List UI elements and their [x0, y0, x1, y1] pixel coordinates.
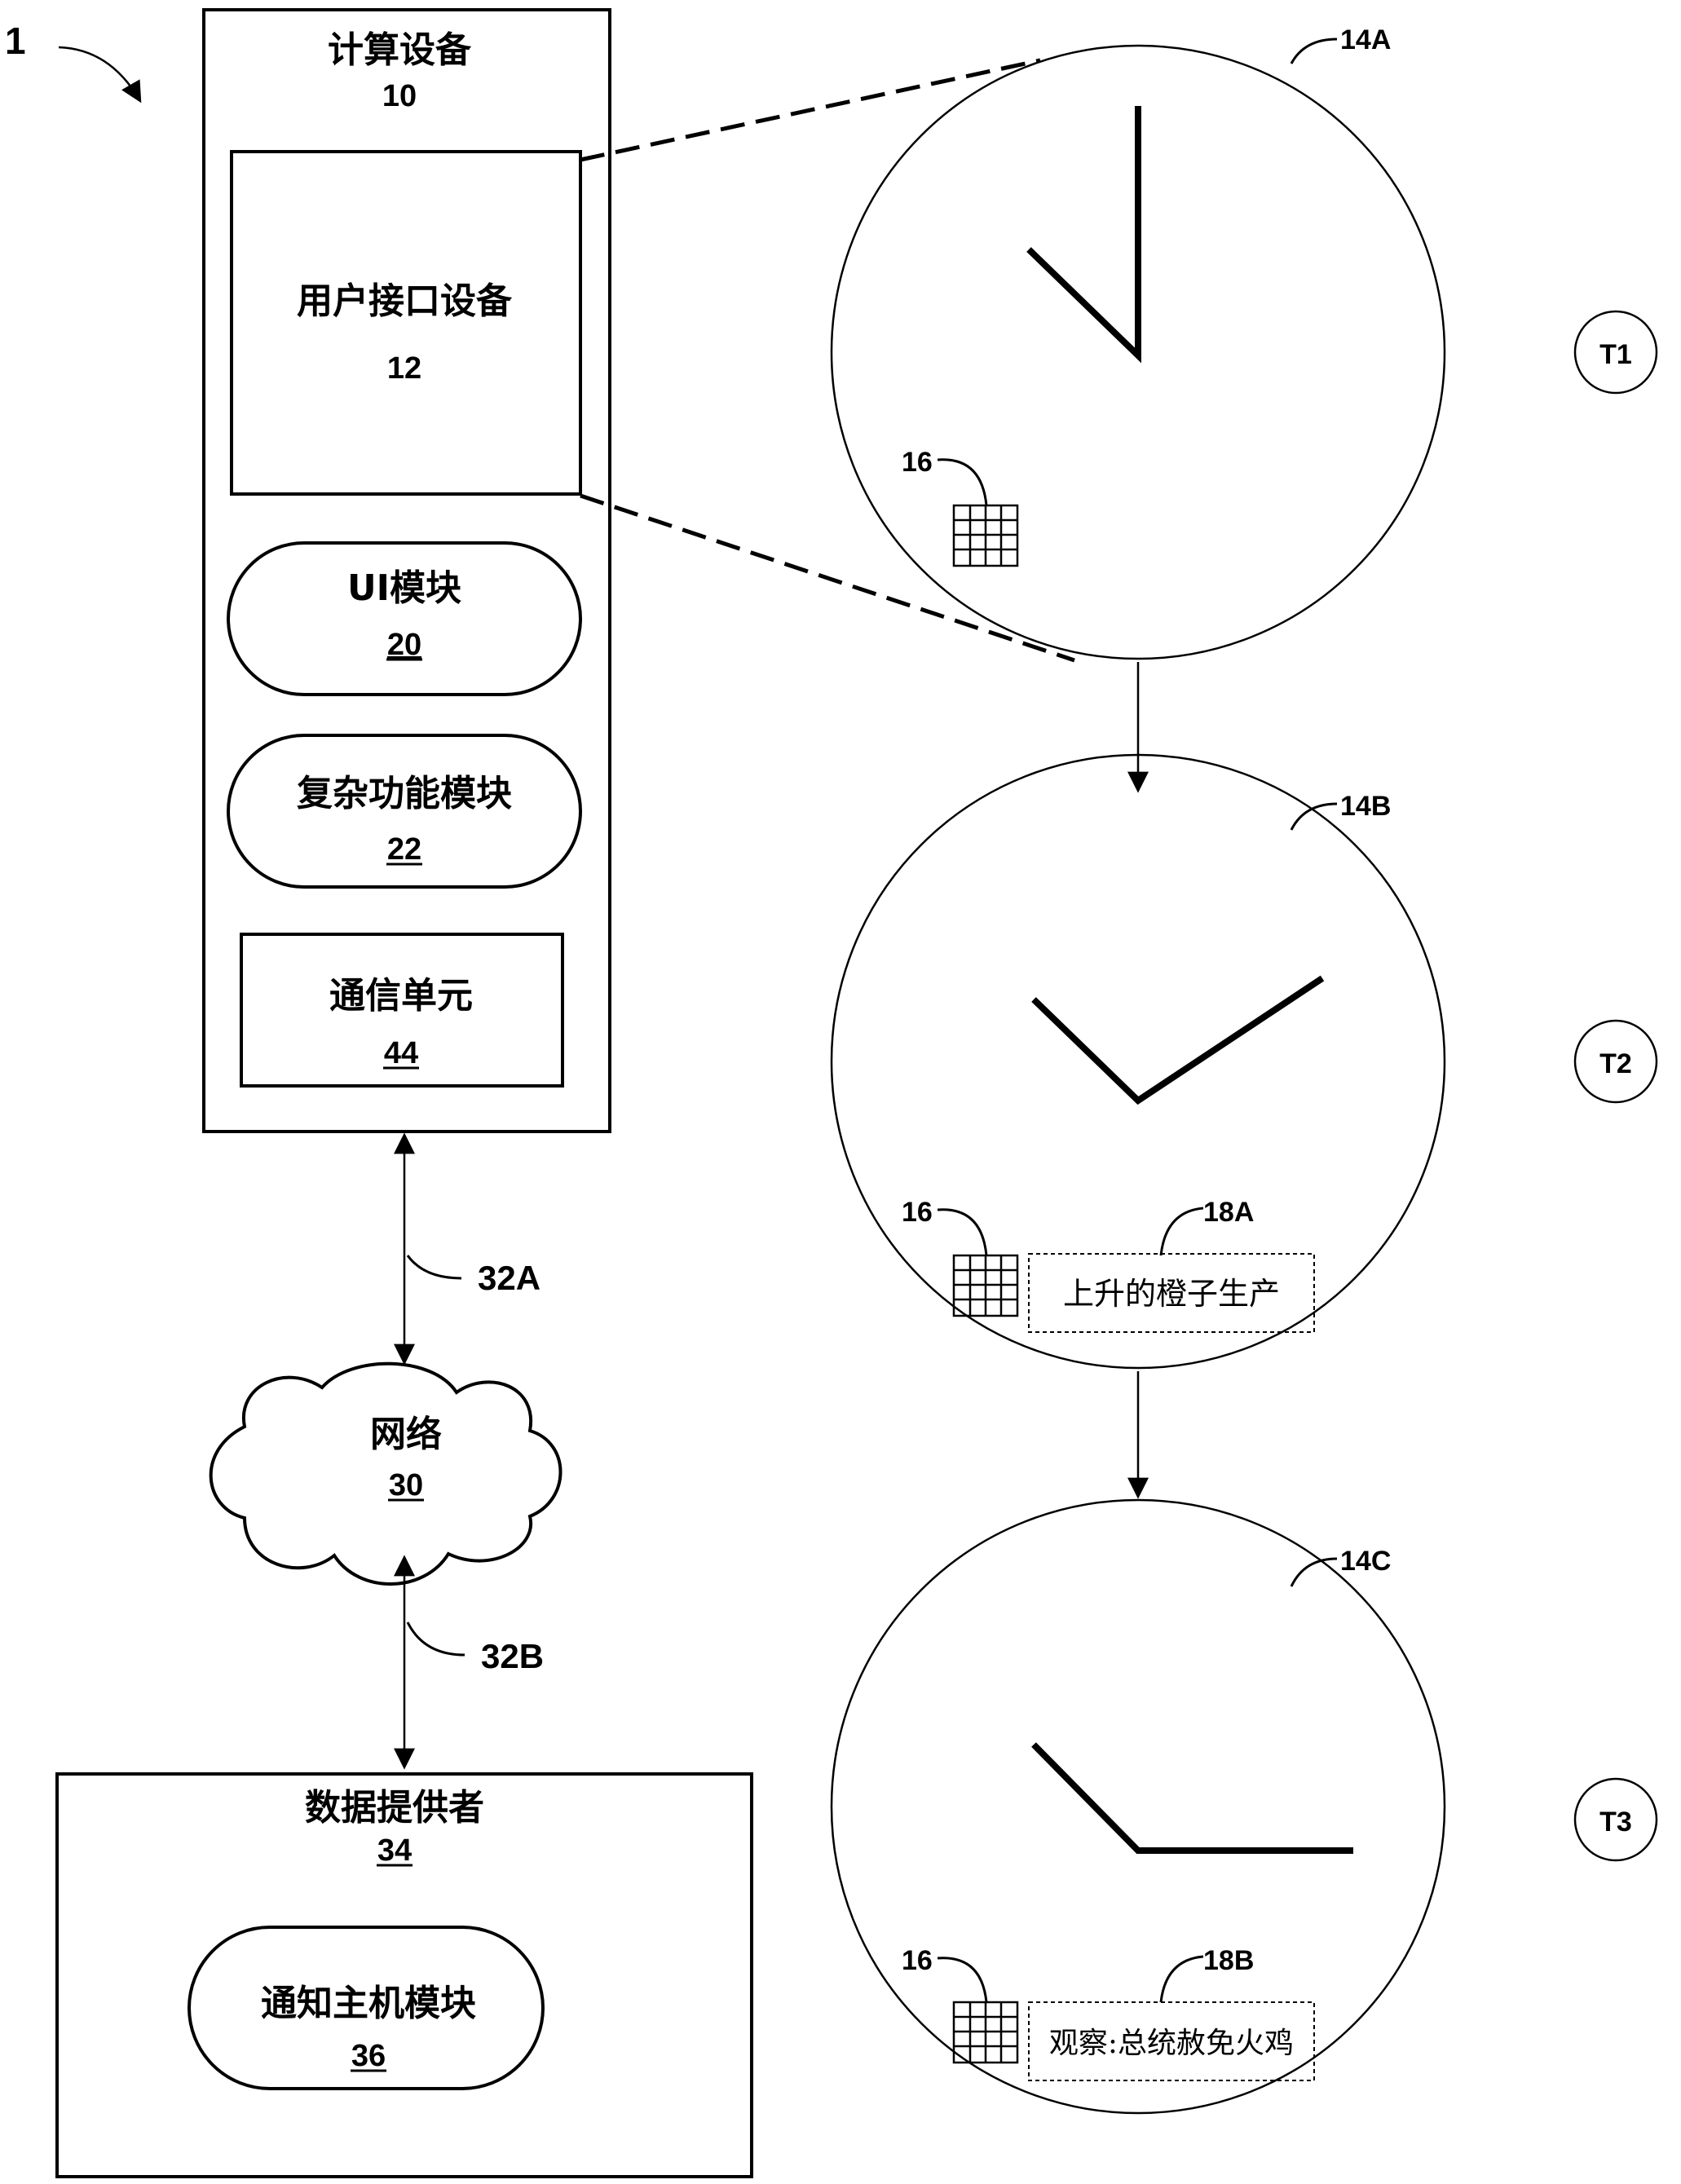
watch-face-14b-icon-leader [937, 1208, 988, 1256]
complication-module-number: 22 [387, 832, 421, 867]
watch-face-14b: 14B 16 上升的橙子生产 18A T2 [830, 753, 1658, 1370]
watch-face-14c-leader [1290, 1557, 1338, 1587]
watch-face-14c-label: 14C [1340, 1546, 1391, 1577]
figure-label: 1 [5, 20, 26, 62]
watch-face-14a-hands [1026, 106, 1141, 364]
data-provider: 数据提供者 34 通知主机模块 36 [55, 1772, 753, 2178]
notification-host-number: 36 [351, 2039, 386, 2073]
computing-device-title: 计算设备 [328, 29, 472, 71]
figure-pointer-arrow [58, 46, 142, 104]
time-badge-t2-circle [1573, 1019, 1658, 1104]
calendar-icon [952, 1254, 1019, 1317]
watch-face-14a: 14A 16 T1 [830, 24, 1658, 660]
data-provider-box [55, 1772, 753, 2178]
link-32b-label: 32B [481, 1637, 544, 1675]
zoom-line-top [580, 58, 1041, 162]
watch-face-14b-dial [830, 753, 1446, 1370]
calendar-icon-grid [954, 2002, 1017, 2063]
notification-18a-label: 18A [1203, 1197, 1254, 1228]
network-cloud-outline [209, 1361, 563, 1586]
watch-face-14b-label: 14B [1340, 791, 1391, 822]
watch-face-14a-icon-label: 16 [902, 447, 933, 478]
watch-face-14a-label: 14A [1340, 24, 1391, 55]
ui-module-number: 20 [387, 628, 421, 662]
watch-face-14c-icon-leader [937, 1957, 988, 2003]
complication-module-box [227, 734, 582, 889]
notification-host-title: 通知主机模块 [261, 1983, 476, 2024]
watch-face-14b-leader [1290, 802, 1338, 831]
link-32b-leader [406, 1621, 465, 1657]
time-badge-t1-circle [1573, 310, 1658, 395]
data-provider-number: 34 [377, 1833, 412, 1868]
link-32a-label: 32A [478, 1259, 540, 1297]
time-badge-t1: T1 [1599, 339, 1632, 370]
calendar-icon [952, 2001, 1019, 2064]
comm-unit-box [240, 933, 564, 1088]
ui-device-number: 12 [387, 351, 421, 386]
notification-18b-leader [1159, 1955, 1204, 2003]
time-badge-t3-circle [1573, 1777, 1658, 1862]
computing-device-number: 10 [382, 79, 417, 113]
ui-module-box [227, 541, 582, 696]
ui-device-box [230, 150, 582, 496]
watch-face-14c-hands [1031, 1742, 1353, 1854]
zoom-line-bottom [580, 493, 1075, 663]
notification-18b-text: 观察:总统赦免火鸡 [1049, 2027, 1294, 2060]
comm-unit-number: 44 [384, 1036, 418, 1070]
network-cloud: 网络 30 [209, 1361, 563, 1586]
watch-face-14a-dial [830, 44, 1446, 660]
ui-module-title: UI模块 [347, 567, 461, 609]
calendar-icon [952, 504, 1019, 567]
calendar-icon-grid [954, 1255, 1017, 1316]
notification-18a-box [1028, 1253, 1315, 1333]
watch-face-14b-hands [1031, 975, 1325, 1105]
watch-face-14b-icon-label: 16 [902, 1197, 933, 1228]
watch-face-14c-dial [830, 1498, 1446, 2115]
time-badge-t2: T2 [1599, 1048, 1632, 1079]
computing-device: 计算设备 10 用户接口设备 12 UI模块 20 复杂功能模块 22 通信单元… [202, 8, 611, 1133]
watch-face-14c: 14C 16 观察:总统赦免火鸡 18B T3 [830, 1498, 1658, 2115]
notification-18a-leader [1159, 1207, 1204, 1256]
watch-face-14a-icon-leader [937, 458, 988, 506]
network-number: 30 [389, 1468, 423, 1502]
calendar-icon-grid [954, 505, 1017, 566]
computing-device-box [202, 8, 611, 1133]
network-title: 网络 [370, 1414, 442, 1455]
notification-host-box [188, 1926, 545, 2090]
link-32a-leader [406, 1255, 462, 1280]
complication-module-title: 复杂功能模块 [297, 773, 512, 814]
notification-18b-label: 18B [1203, 1945, 1254, 1976]
watch-face-14c-icon-label: 16 [902, 1945, 933, 1976]
notification-18b-box [1028, 2001, 1315, 2081]
watch-face-14a-leader [1290, 38, 1338, 64]
notification-18a-text: 上升的橙子生产 [1063, 1276, 1280, 1312]
data-provider-title: 数据提供者 [305, 1787, 484, 1829]
comm-unit-title: 通信单元 [329, 975, 473, 1017]
time-badge-t3: T3 [1599, 1807, 1632, 1838]
ui-device-title: 用户接口设备 [297, 280, 513, 322]
